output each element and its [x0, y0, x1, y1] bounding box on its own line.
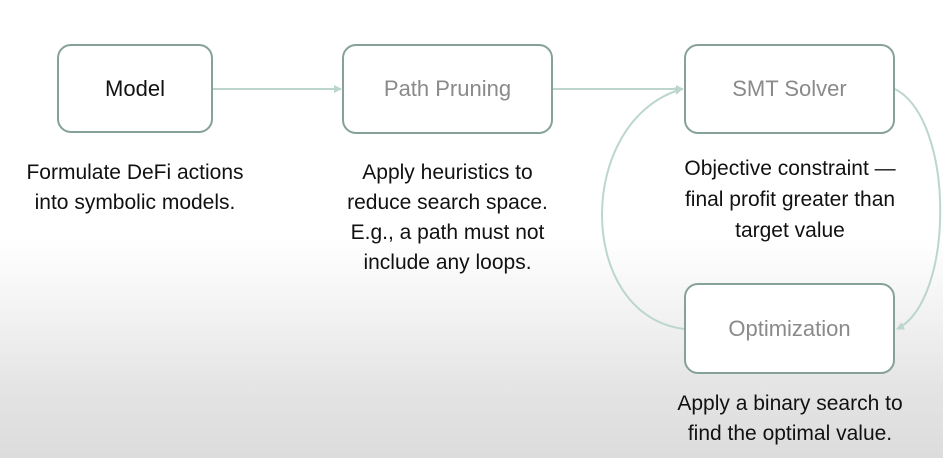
- description-optimization: Apply a binary search to find the optima…: [650, 389, 930, 449]
- description-smt-solver: Objective constraint — final profit grea…: [650, 153, 930, 246]
- description-line: include any loops.: [363, 251, 532, 274]
- node-model: Model: [57, 44, 213, 133]
- arrow-smt-to-optimization: [894, 88, 942, 330]
- description-model: Formulate DeFi actions into symbolic mod…: [0, 158, 270, 218]
- node-smt-solver: SMT Solver: [684, 44, 895, 134]
- description-line: E.g., a path must not: [350, 221, 545, 244]
- node-smt-solver-label: SMT Solver: [732, 76, 847, 101]
- description-line: Apply a binary search to: [677, 392, 903, 415]
- node-path-pruning-label: Path Pruning: [383, 76, 512, 101]
- description-path-pruning: Apply heuristics to reduce search space.…: [320, 158, 575, 278]
- description-line: find the optimal value.: [687, 422, 893, 445]
- node-path-pruning: Path Pruning: [342, 44, 553, 134]
- node-optimization-label: Optimization: [728, 315, 851, 341]
- description-line: final profit greater than: [684, 188, 896, 211]
- description-line: into symbolic models.: [34, 191, 236, 214]
- description-line: reduce search space.: [347, 191, 548, 214]
- arrow-optimization-to-smt: [601, 87, 685, 330]
- node-optimization: Optimization: [684, 283, 895, 374]
- description-line: Objective constraint —: [684, 157, 896, 180]
- node-model-label: Model: [105, 75, 165, 101]
- description-line: Formulate DeFi actions: [26, 161, 244, 184]
- description-line: target value: [735, 219, 845, 242]
- description-line: Apply heuristics to: [362, 161, 533, 184]
